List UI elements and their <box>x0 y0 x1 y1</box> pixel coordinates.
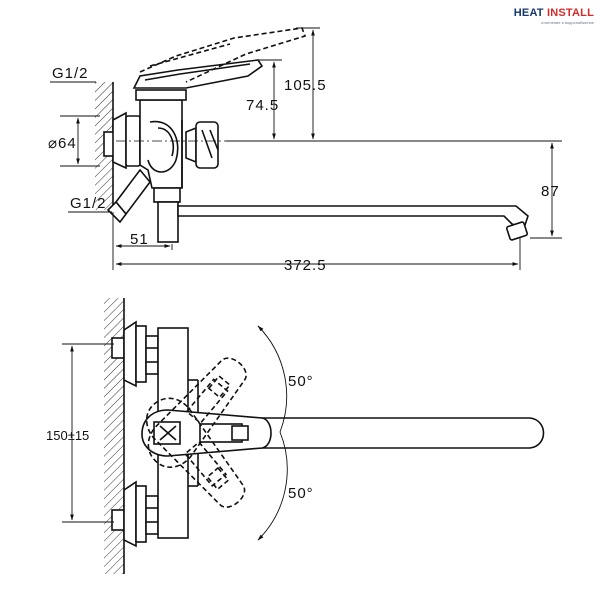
dim-total-length: 372.5 <box>284 257 327 274</box>
upper-connector-top <box>111 320 159 388</box>
brand-logo: HEAT INSTALL отопление и водоснабжение <box>514 7 594 25</box>
diverter-knob-side <box>185 121 219 169</box>
spout-top <box>189 417 545 449</box>
dim-connection-diameter: ⌀64 <box>48 135 77 152</box>
lever-top <box>141 409 272 457</box>
dim-body-offset: 51 <box>130 231 149 248</box>
lever-side <box>132 59 264 89</box>
top-view <box>104 298 545 574</box>
spout-side <box>177 205 529 241</box>
angle-rotation-down: 50° <box>288 485 314 502</box>
dim-lever-height-total: 105.5 <box>284 77 327 94</box>
dim-lever-height: 74.5 <box>246 97 279 114</box>
dim-eccentric-distance: 150±15 <box>46 428 89 443</box>
thread-label-bottom: G1/2 <box>70 195 107 212</box>
lever-rotated-up-dashed <box>147 357 247 468</box>
angle-rotation-up: 50° <box>288 373 314 390</box>
lower-connector-side <box>106 168 152 224</box>
thread-label-top: G1/2 <box>52 65 89 82</box>
brand-name: HEAT INSTALL <box>513 7 594 19</box>
faucet-body-side <box>135 89 187 189</box>
spout-base-side <box>153 187 181 243</box>
dim-spout-height: 87 <box>541 183 560 200</box>
lower-connector-top <box>111 480 159 548</box>
side-dimensions <box>50 27 562 270</box>
top-dimensions <box>62 325 288 541</box>
brand-tagline: отопление и водоснабжение <box>540 20 594 25</box>
side-view <box>95 27 529 243</box>
